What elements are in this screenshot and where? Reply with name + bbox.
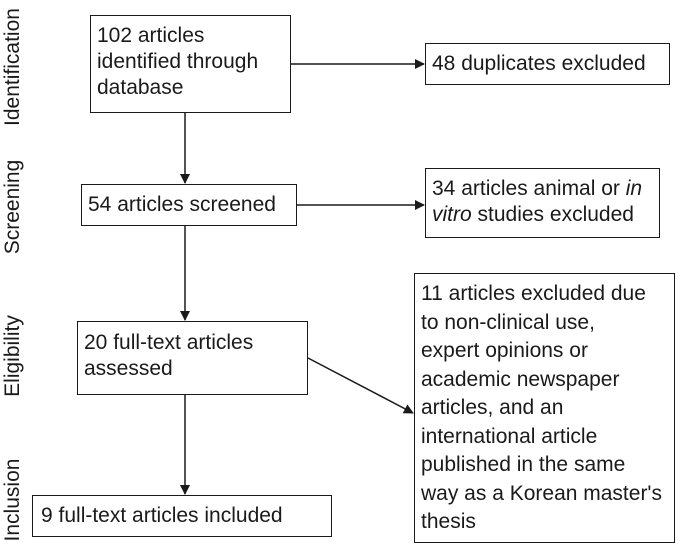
box-identified-line-3: database (97, 76, 184, 99)
arrow-assessed-to-excluded (307, 357, 414, 414)
box-identified-line-1: 102 articles (97, 24, 205, 47)
box-duplicates-text: 48 duplicates excluded (432, 52, 646, 75)
box-excluded-reasons: 11 articles excluded due to non-clinical… (414, 273, 675, 543)
box-identified-line-2: identified through (97, 50, 259, 73)
box-screened-text: 54 articles screened (88, 193, 276, 216)
box-excluded-line-9: thesis (421, 510, 476, 533)
box-animal-excluded: 34 articles animal or in vitro studies e… (425, 168, 660, 238)
box-animal-line-1: 34 articles animal or in (432, 177, 643, 200)
box-included: 9 full-text articles included (32, 495, 332, 537)
box-excluded-line-2: to non-clinical use, (421, 310, 595, 334)
box-excluded-line-3: expert opinions or (421, 339, 588, 362)
box-identified: 102 articles identified through database (90, 15, 291, 113)
box-duplicates-excluded: 48 duplicates excluded (425, 43, 670, 85)
box-excluded-line-4: academic newspaper (421, 367, 620, 391)
box-screened: 54 articles screened (81, 184, 297, 226)
box-excluded-line-6: international article (421, 424, 598, 448)
box-excluded-line-7: published in the same (421, 453, 626, 476)
box-assessed-line-2: assessed (84, 357, 173, 380)
box-excluded-line-8: way as a Korean master's (421, 481, 662, 505)
box-excluded-line-1: 11 articles excluded due (421, 282, 646, 305)
box-included-text: 9 full-text articles included (41, 504, 283, 527)
box-excluded-line-5: articles, and an (421, 396, 564, 419)
box-assessed-line-1: 20 full-text articles (84, 331, 254, 354)
box-assessed: 20 full-text articles assessed (77, 321, 308, 395)
box-animal-line-2: vitro studies excluded (432, 203, 634, 226)
